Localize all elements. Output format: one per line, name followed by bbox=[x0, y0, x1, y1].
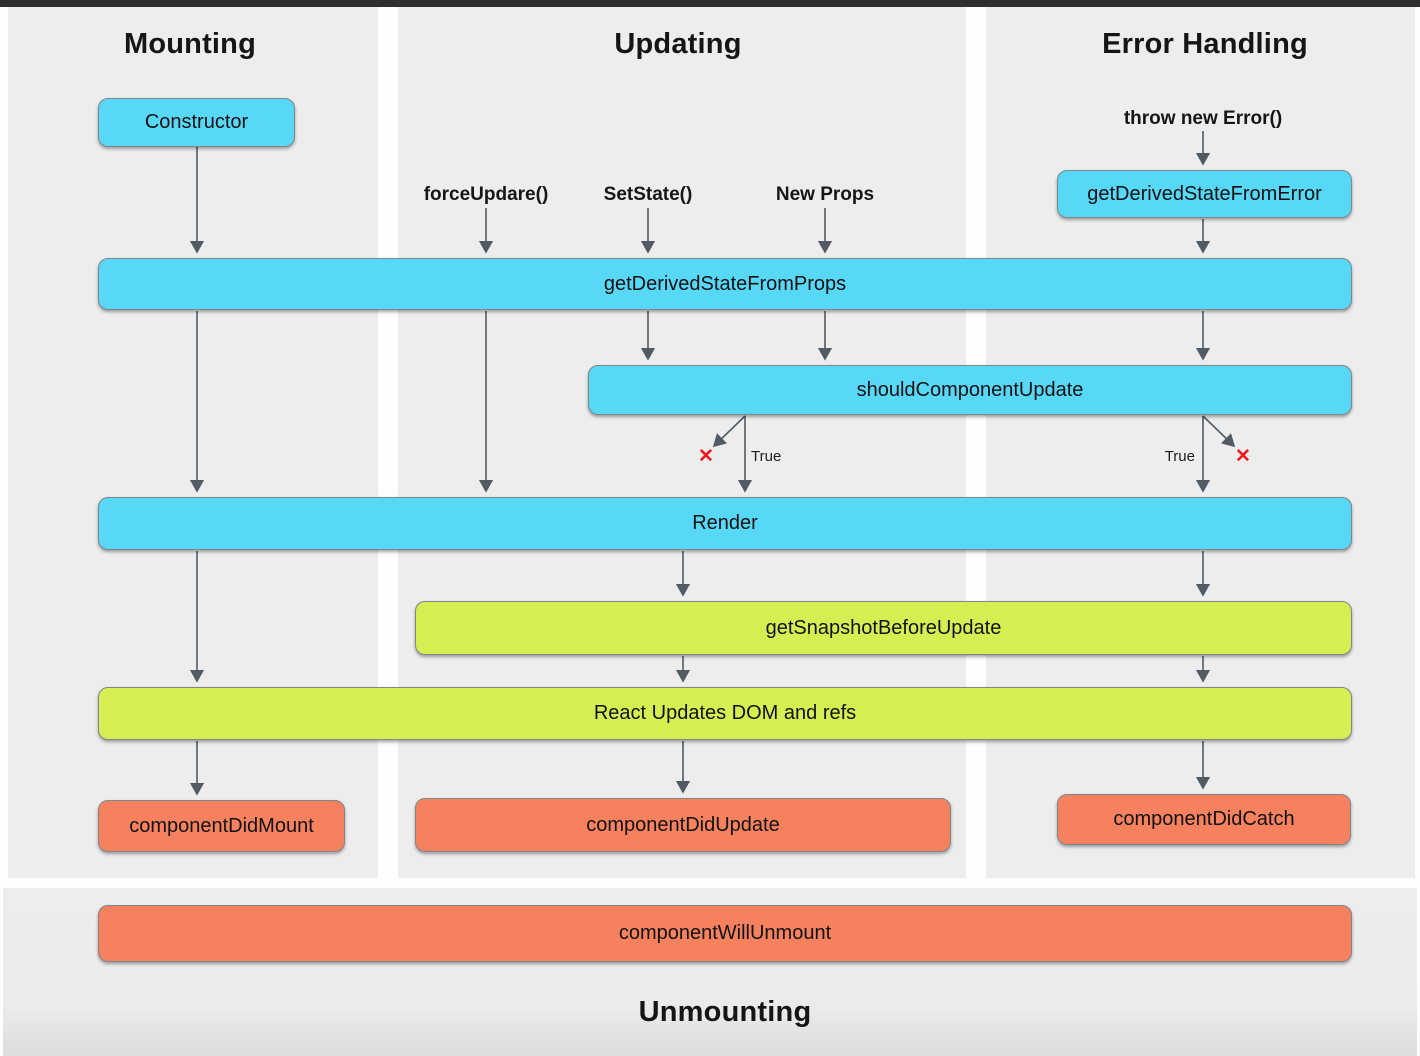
throw-new-error-label: throw new Error() bbox=[1123, 108, 1283, 129]
updating-column bbox=[398, 7, 966, 878]
get-derived-state-from-error-node: getDerivedStateFromError bbox=[1057, 170, 1352, 218]
updating-title: Updating bbox=[614, 28, 742, 60]
get-derived-state-from-props-node: getDerivedStateFromProps bbox=[98, 258, 1352, 310]
mounting-title: Mounting bbox=[123, 28, 257, 60]
error-handling-title: Error Handling bbox=[1102, 28, 1308, 60]
top-window-bar bbox=[0, 0, 1420, 7]
component-did-catch-node: componentDidCatch bbox=[1057, 794, 1351, 845]
should-component-update-node: shouldComponentUpdate bbox=[588, 365, 1352, 415]
reject-x-icon-left: ✕ bbox=[698, 446, 714, 467]
set-state-label: SetState() bbox=[603, 184, 693, 205]
true-branch-label-right: True bbox=[1164, 448, 1195, 465]
component-did-mount-node: componentDidMount bbox=[98, 800, 345, 852]
react-updates-dom-node: React Updates DOM and refs bbox=[98, 687, 1352, 740]
constructor-node: Constructor bbox=[98, 98, 295, 147]
error-handling-column bbox=[986, 7, 1415, 878]
render-node: Render bbox=[98, 497, 1352, 550]
get-snapshot-before-update-node: getSnapshotBeforeUpdate bbox=[415, 601, 1352, 655]
reject-x-icon-right: ✕ bbox=[1235, 446, 1251, 467]
force-update-label: forceUpdare() bbox=[423, 184, 549, 205]
unmounting-title: Unmounting bbox=[638, 996, 812, 1028]
new-props-label: New Props bbox=[775, 184, 875, 205]
true-branch-label-left: True bbox=[751, 448, 782, 465]
component-did-update-node: componentDidUpdate bbox=[415, 798, 951, 852]
component-will-unmount-node: componentWillUnmount bbox=[98, 905, 1352, 962]
